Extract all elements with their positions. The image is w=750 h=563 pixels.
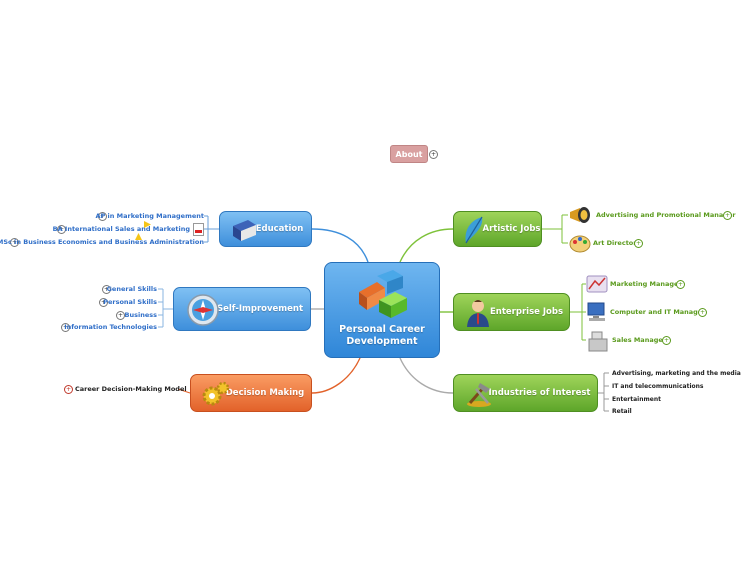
- feather-icon: [465, 216, 483, 244]
- about-label: About: [395, 149, 423, 159]
- expand-icon[interactable]: +: [662, 336, 671, 345]
- flag-icon: [144, 221, 151, 228]
- expand-icon[interactable]: +: [723, 211, 732, 220]
- branch-education-label: Education: [255, 224, 304, 234]
- expand-icon[interactable]: +: [10, 238, 19, 247]
- expand-icon[interactable]: +: [676, 280, 685, 289]
- decision-item-career-model[interactable]: Career Decision-Making Model: [75, 385, 187, 393]
- self-improvement-item-business[interactable]: Business: [124, 311, 157, 319]
- central-label-line2: Development: [346, 336, 418, 347]
- expand-icon[interactable]: +: [57, 225, 66, 234]
- artistic-item-advertising-manager[interactable]: Advertising and Promotional Manager: [596, 211, 736, 219]
- industries-item-retail[interactable]: Retail: [612, 408, 632, 415]
- enterprise-item-computer-it-manager[interactable]: Computer and IT Manager: [610, 308, 706, 316]
- warning-icon: [135, 233, 142, 240]
- branch-decision-making-label: Decision Making: [225, 388, 305, 398]
- expand-icon[interactable]: +: [634, 239, 643, 248]
- about-button[interactable]: About: [390, 145, 428, 163]
- cash-register-icon: [588, 331, 608, 352]
- branch-enterprise-jobs-label: Enterprise Jobs: [490, 307, 563, 317]
- computer-icon: [587, 302, 605, 321]
- palette-icon: [569, 235, 591, 253]
- branch-self-improvement[interactable]: Self-Improvement: [173, 287, 311, 331]
- industries-item-advertising-media[interactable]: Advertising, marketing and the media: [612, 370, 741, 377]
- expand-icon[interactable]: +: [99, 298, 108, 307]
- industries-item-it-telecom[interactable]: IT and telecommunications: [612, 383, 704, 390]
- enterprise-item-marketing-manager[interactable]: Marketing Manager: [610, 280, 682, 288]
- self-improvement-item-information-technologies[interactable]: Information Technologies: [64, 323, 157, 331]
- expand-icon[interactable]: +: [698, 308, 707, 317]
- branch-decision-making[interactable]: Decision Making: [190, 374, 312, 412]
- central-topic-personal-career-development[interactable]: Personal Career Development: [324, 262, 440, 358]
- central-label-line1: Personal Career: [339, 324, 425, 335]
- businessman-icon: [467, 300, 489, 327]
- gears-icon: [202, 381, 230, 406]
- industries-item-entertainment[interactable]: Entertainment: [612, 396, 661, 403]
- expand-icon[interactable]: +: [98, 212, 107, 221]
- expand-icon[interactable]: +: [102, 285, 111, 294]
- expand-icon[interactable]: +: [64, 385, 73, 394]
- branch-education[interactable]: Education: [219, 211, 312, 247]
- expand-icon[interactable]: +: [61, 323, 70, 332]
- self-improvement-item-personal-skills[interactable]: Personal Skills: [103, 298, 157, 306]
- megaphone-icon: [570, 207, 590, 223]
- artistic-item-art-director[interactable]: Art Director: [593, 239, 637, 247]
- branch-self-improvement-label: Self-Improvement: [216, 304, 304, 314]
- book-icon: [233, 220, 256, 241]
- education-item-ap-marketing[interactable]: AP in Marketing Management: [95, 212, 204, 220]
- marketing-chart-icon: [586, 275, 608, 293]
- branch-industries-of-interest[interactable]: Industries of Interest: [453, 374, 598, 412]
- about-expand-icon[interactable]: +: [429, 150, 438, 159]
- enterprise-item-sales-manager[interactable]: Sales Manager: [612, 336, 666, 344]
- branch-industries-label: Industries of Interest: [488, 388, 591, 398]
- tools-icon: [467, 383, 491, 407]
- puzzle-blocks-icon: [359, 270, 407, 318]
- pdf-document-icon: [193, 223, 204, 236]
- branch-enterprise-jobs[interactable]: Enterprise Jobs: [453, 293, 570, 331]
- expand-icon[interactable]: +: [116, 311, 125, 320]
- branch-artistic-jobs-label: Artistic Jobs: [482, 224, 541, 234]
- branch-artistic-jobs[interactable]: Artistic Jobs: [453, 211, 542, 247]
- education-item-msc-economics[interactable]: MSc in Business Economics and Business A…: [0, 238, 204, 246]
- self-improvement-item-general-skills[interactable]: General Skills: [106, 285, 157, 293]
- compass-icon: [187, 294, 219, 326]
- education-item-ba-sales[interactable]: BA International Sales and Marketing: [52, 225, 190, 233]
